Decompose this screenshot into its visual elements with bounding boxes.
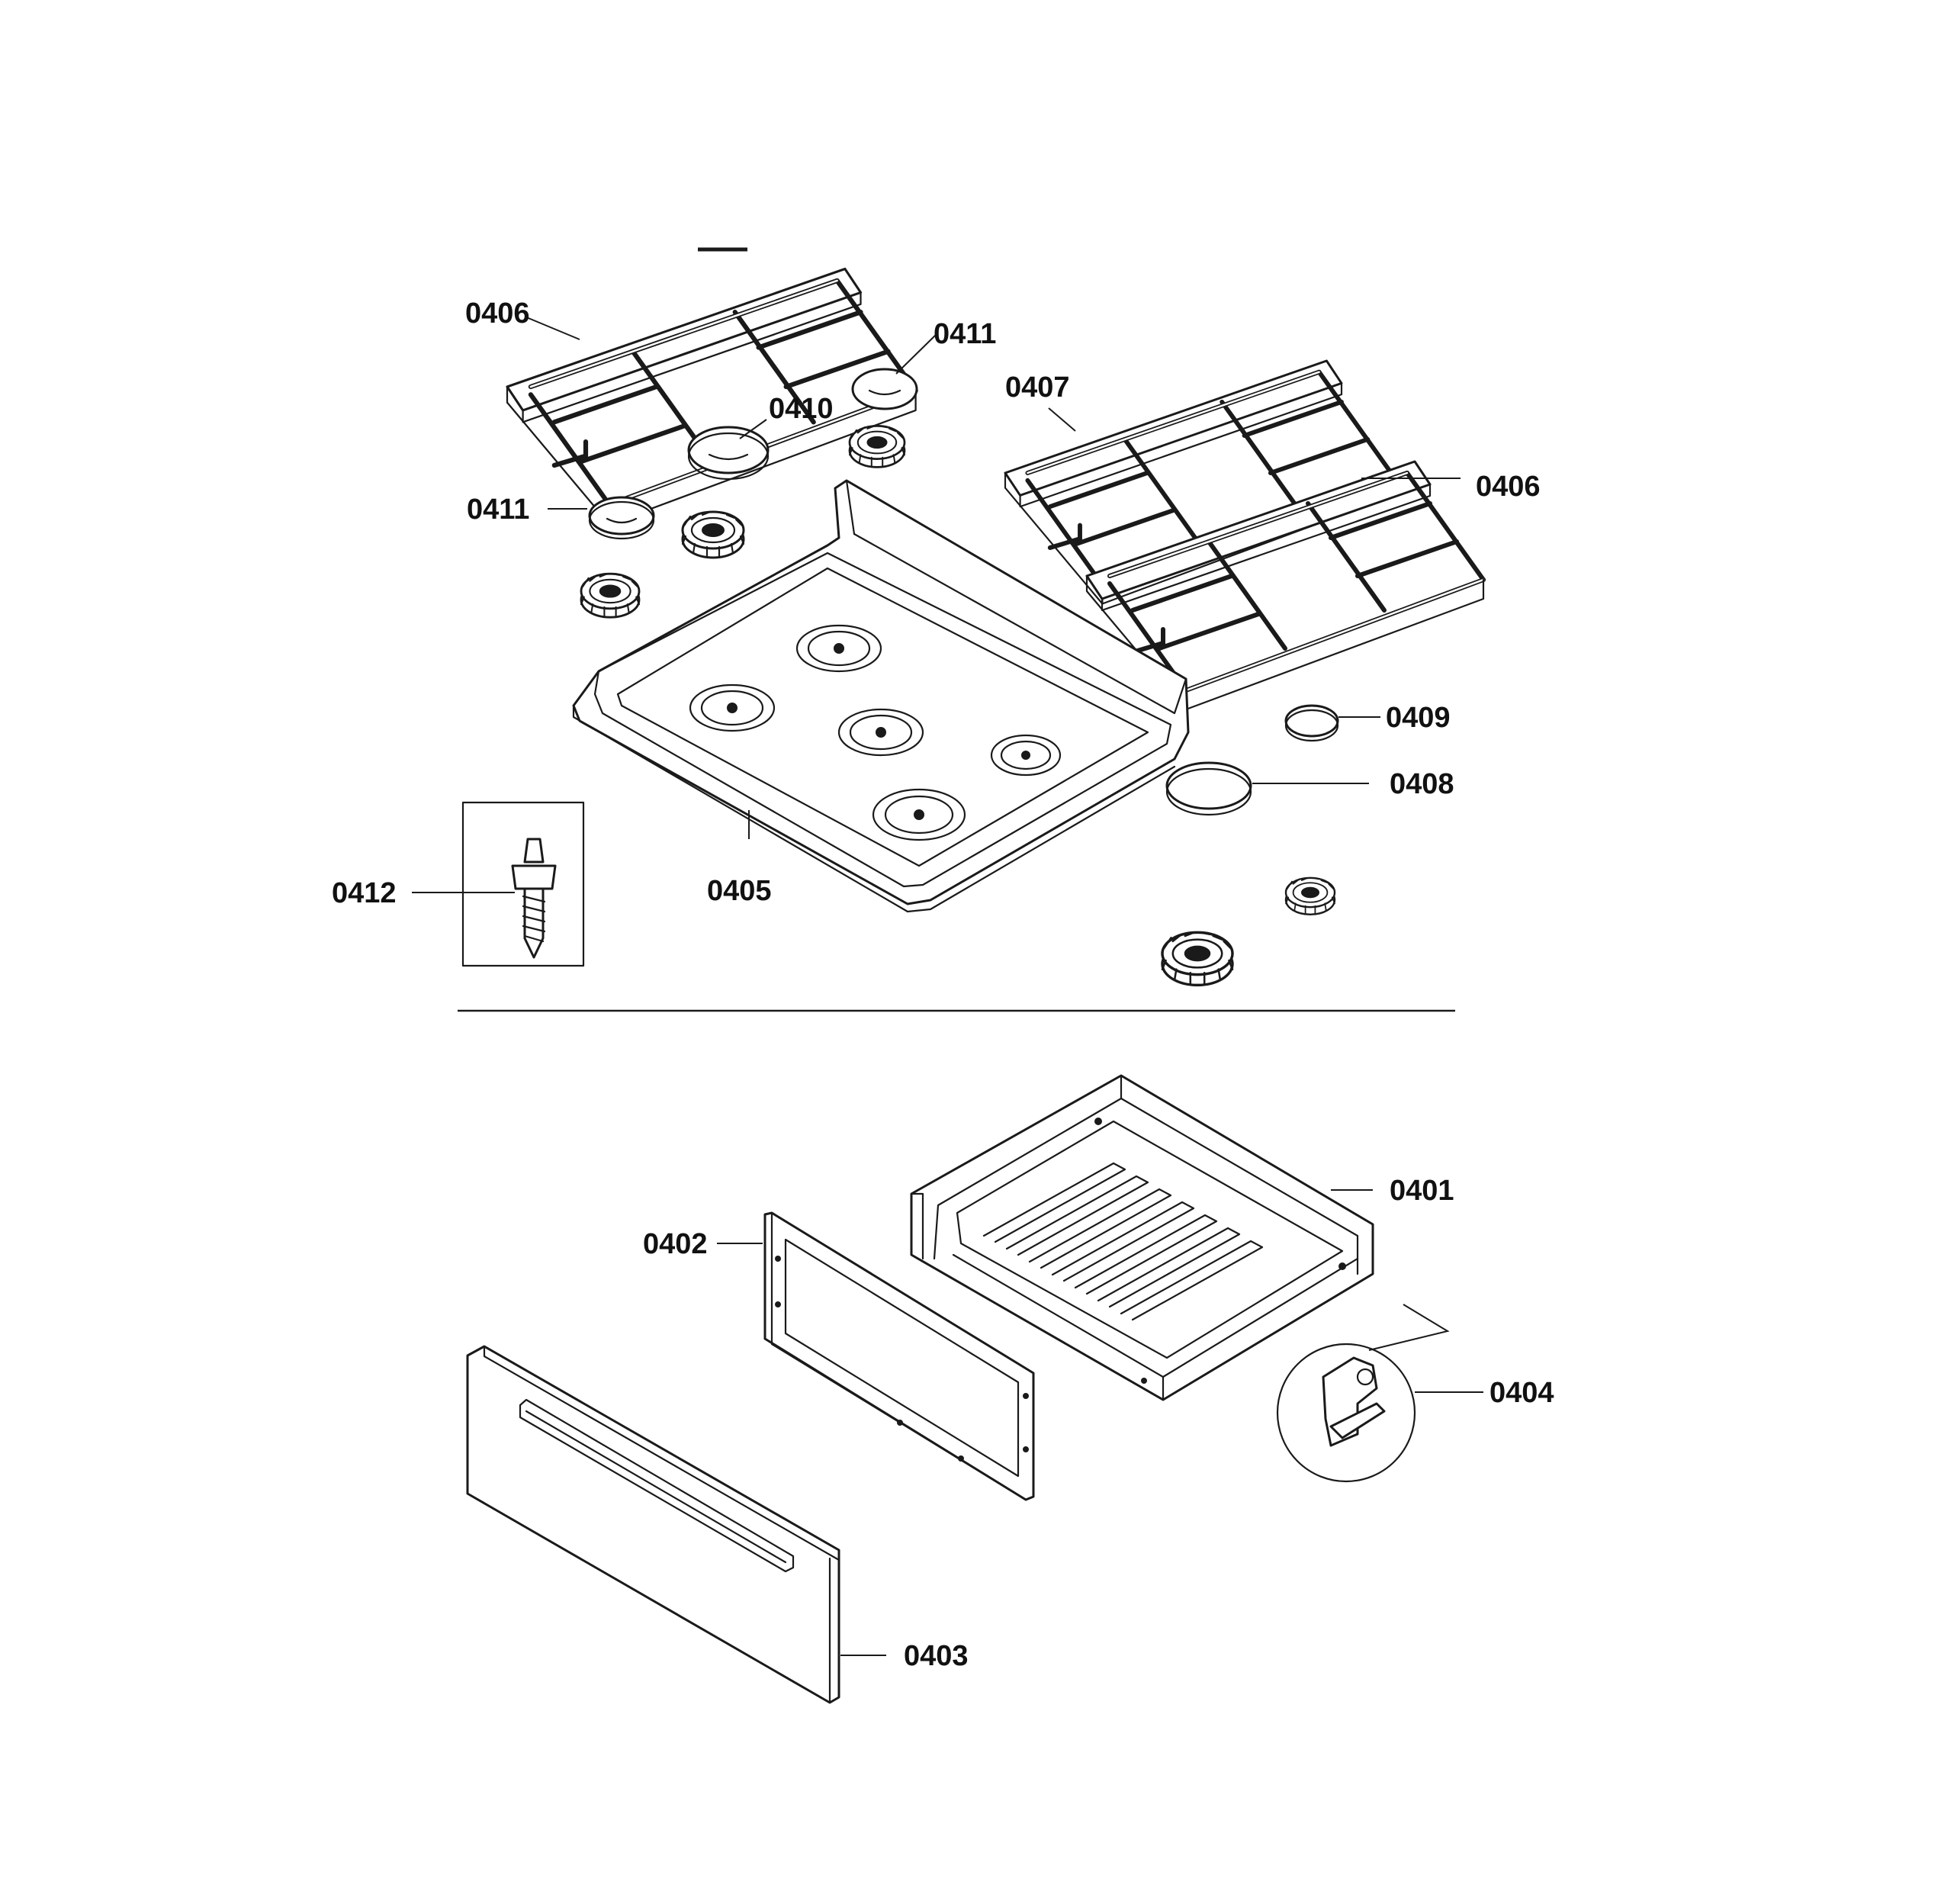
- drawer-frame-0402: [763, 1211, 1035, 1501]
- cooktop-0405: [572, 479, 1190, 913]
- callout-0402: 0402: [643, 1228, 708, 1260]
- callout-0405: 0405: [707, 875, 772, 907]
- callout-0410: 0410: [769, 393, 834, 425]
- burner-cap-0408: [1165, 761, 1252, 816]
- burner-base-small-right: [1284, 876, 1336, 916]
- leader-lines: [412, 316, 1483, 1656]
- burner-cap-0411-left: [588, 496, 655, 540]
- callout-0406-top-left: 0406: [465, 298, 530, 330]
- drawer-body-0401: [910, 1074, 1374, 1401]
- burner-base-top: [848, 425, 906, 468]
- callout-0412: 0412: [332, 877, 397, 909]
- callout-0411-left: 0411: [467, 494, 529, 526]
- callout-0401: 0401: [1390, 1175, 1454, 1207]
- burner-cap-0409: [1284, 704, 1339, 742]
- callout-0409: 0409: [1386, 702, 1451, 734]
- callout-0411-top: 0411: [934, 318, 996, 350]
- burner-base-large-right: [1161, 931, 1234, 987]
- burner-cap-0410: [687, 426, 770, 481]
- glide-0404-detail: [1276, 1304, 1450, 1483]
- callout-0404: 0404: [1489, 1377, 1554, 1409]
- callout-0407: 0407: [1005, 371, 1070, 404]
- callout-0406-right: 0406: [1476, 471, 1541, 503]
- burner-base-left: [580, 572, 641, 619]
- burner-base-mid: [681, 510, 745, 559]
- callout-0403: 0403: [904, 1640, 969, 1672]
- screw-0412-inset: [461, 801, 585, 967]
- burner-cap-0411-top: [851, 368, 918, 410]
- callout-0408: 0408: [1390, 768, 1454, 800]
- drawer-front-0403: [466, 1345, 840, 1704]
